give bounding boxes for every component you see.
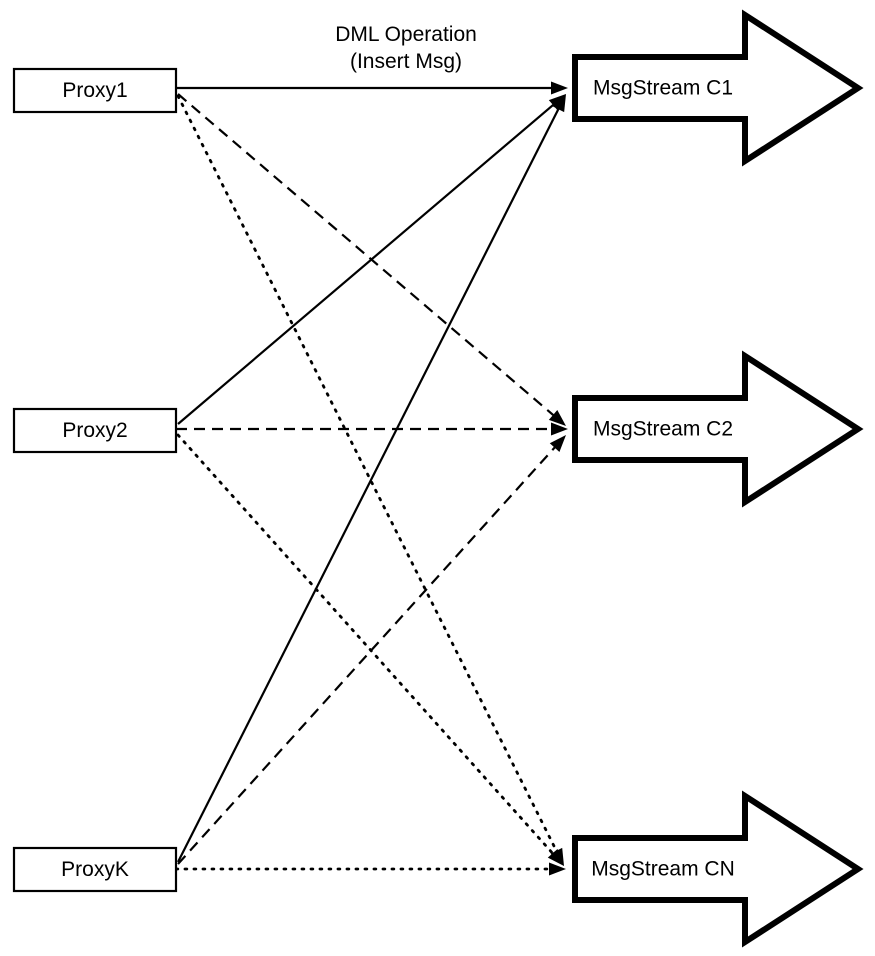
msgstream-node-c2[interactable]: MsgStream C2 [572,350,864,508]
proxy-label-proxyk: ProxyK [61,858,129,881]
arrowhead-proxyk-c2 [549,435,566,452]
proxy-box-proxy2 [12,407,178,454]
link-proxy1-c1 [176,81,568,95]
msgstream-nodes-layer: MsgStream C1 MsgStream C2 MsgStream CN [572,9,864,948]
link-line-proxy1-cn [176,94,562,860]
proxy-box-proxy1 [12,67,178,114]
arrowhead-proxy2-cn [547,848,564,866]
link-line-proxyk-c1 [177,101,563,863]
arrowhead-proxyk-c1 [552,94,566,113]
dml-operation-caption-line1: DML Operation [335,23,477,46]
proxy-node-proxy2[interactable]: Proxy2 [12,407,178,454]
link-proxyk-c2 [177,435,566,865]
link-line-proxyk-c2 [177,441,561,865]
proxy-label-proxy2: Proxy2 [62,419,127,442]
arrowhead-proxyk-cn [549,862,566,876]
links-layer [174,81,568,876]
link-proxy1-c2 [177,93,566,426]
link-proxyk-cn [174,862,566,876]
proxy-node-proxy1[interactable]: Proxy1 [12,67,178,114]
msgstream-node-c1[interactable]: MsgStream C1 [572,9,864,167]
link-line-proxy1-c2 [177,93,560,421]
msgstream-label-cn: MsgStream CN [591,858,735,881]
link-line-proxy2-cn [176,433,560,861]
msgstream-arrow-shape-cn [572,790,864,948]
msgstream-arrow-shape-c1 [572,9,864,167]
arrowhead-proxy2-c2 [551,422,568,436]
proxy-node-proxyk[interactable]: ProxyK [12,846,178,893]
link-line-proxy2-c1 [177,99,560,425]
msgstream-label-c1: MsgStream C1 [593,77,733,100]
link-proxyk-c1 [177,94,566,863]
proxy-label-proxy1: Proxy1 [62,79,127,102]
edge-caption-group: DML Operation (Insert Msg) [335,23,477,73]
msgstream-arrow-shape-c2 [572,350,864,508]
arrowhead-proxy1-c1 [551,81,568,95]
msgstream-node-cn[interactable]: MsgStream CN [572,790,864,948]
insert-msg-caption-line2: (Insert Msg) [350,50,462,73]
msgstream-label-c2: MsgStream C2 [593,418,733,441]
arrowhead-proxy1-c2 [548,410,566,426]
link-proxy2-cn [176,433,564,866]
link-proxy2-c2 [176,422,568,436]
proxy-box-proxyk [12,846,178,893]
